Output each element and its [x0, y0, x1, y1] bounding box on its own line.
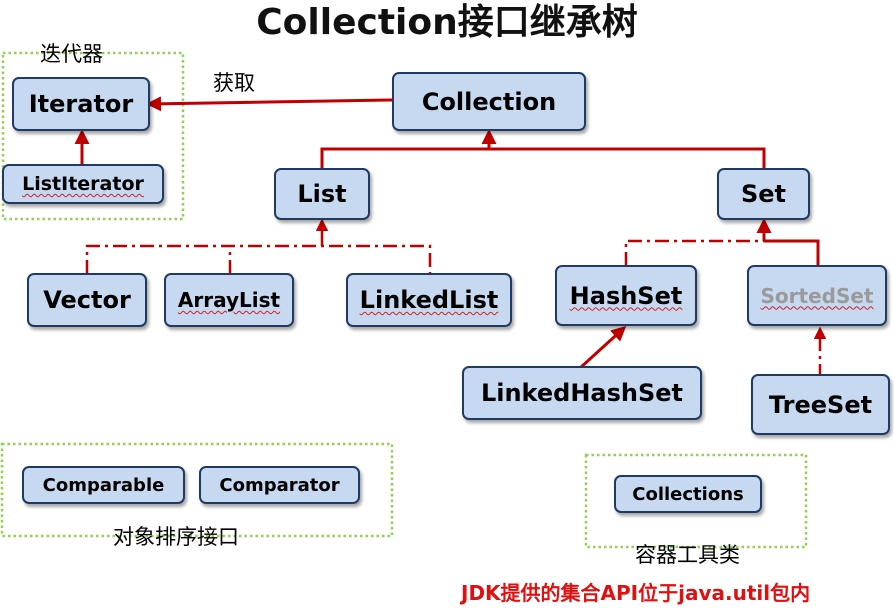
node-comparator-label: Comparator — [219, 474, 340, 496]
node-comparable-label: Comparable — [42, 474, 165, 496]
compare-group-border — [0, 442, 394, 538]
node-vector-label: Vector — [43, 286, 131, 314]
obtain-label: 获取 — [213, 71, 255, 95]
node-iterator[interactable]: Iterator — [12, 77, 150, 131]
node-treeset[interactable]: TreeSet — [751, 374, 890, 435]
node-arraylist[interactable]: ArrayList — [164, 273, 294, 327]
node-sortedset[interactable]: SortedSet — [747, 265, 887, 326]
node-comparator[interactable]: Comparator — [199, 466, 360, 504]
node-listiterator[interactable]: ListIterator — [2, 164, 164, 204]
node-list-label: List — [297, 180, 347, 208]
node-vector[interactable]: Vector — [27, 273, 147, 327]
list-impl-bracket — [85, 244, 432, 274]
node-hashset-label: HashSet — [569, 281, 683, 310]
node-set[interactable]: Set — [717, 168, 810, 220]
node-listiterator-label: ListIterator — [22, 173, 144, 195]
compare-group-label: 对象排序接口 — [113, 525, 239, 549]
list-set-bracket — [320, 147, 766, 172]
node-comparable[interactable]: Comparable — [22, 466, 185, 504]
node-iterator-label: Iterator — [28, 90, 134, 118]
iterator-group-label: 迭代器 — [40, 42, 103, 66]
node-hashset[interactable]: HashSet — [555, 265, 697, 326]
node-collection-label: Collection — [421, 87, 557, 116]
hashset-connector — [624, 239, 764, 266]
node-collection[interactable]: Collection — [392, 72, 586, 131]
tools-group-label: 容器工具类 — [635, 543, 740, 567]
obtain-arrow — [146, 96, 393, 112]
node-linkedhashset-label: LinkedHashSet — [480, 379, 684, 407]
tools-group-border — [584, 453, 808, 549]
iterator-group-border — [1, 51, 185, 221]
node-linkedlist-label: LinkedList — [359, 286, 499, 314]
node-arraylist-label: ArrayList — [177, 288, 281, 312]
node-set-label: Set — [740, 180, 787, 208]
footer-note: JDK提供的集合API位于java.util包内 — [461, 581, 811, 605]
page-title: Collection接口继承树 — [256, 2, 638, 43]
node-linkedlist[interactable]: LinkedList — [346, 273, 512, 327]
node-treeset-label: TreeSet — [768, 390, 873, 419]
node-list[interactable]: List — [274, 168, 370, 220]
node-linkedhashset[interactable]: LinkedHashSet — [462, 366, 702, 420]
node-sortedset-label: SortedSet — [760, 283, 874, 308]
node-collections[interactable]: Collections — [614, 475, 762, 513]
sortedset-connector — [764, 239, 820, 266]
node-collections-label: Collections — [632, 483, 744, 505]
linkedhashset-to-hashset-arrow — [578, 325, 627, 370]
